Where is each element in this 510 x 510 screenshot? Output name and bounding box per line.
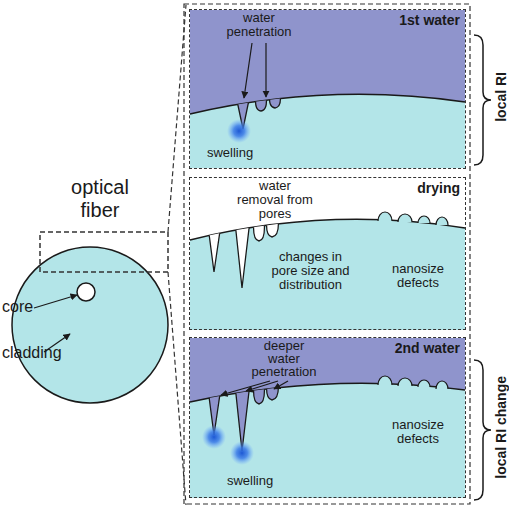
art-shape	[208, 224, 221, 272]
callout-text: water penetration	[218, 11, 300, 39]
art-shape	[168, 272, 186, 505]
art-shape	[418, 380, 430, 387]
panel-box: 1st water water penetration swelling	[189, 9, 466, 169]
fiber-cross-section	[12, 5, 186, 505]
art-shape	[190, 383, 465, 498]
callout-text: water removal from pores	[235, 179, 315, 221]
art-shape	[265, 43, 266, 97]
art-shape	[190, 178, 465, 330]
panel-second-water-art	[190, 338, 465, 498]
fiber-title: optical fiber	[55, 176, 145, 222]
panel-box: drying water removal from pores changes in…	[189, 177, 466, 330]
side-label: local RI	[493, 72, 509, 122]
art-shape	[436, 381, 448, 389]
art-shape	[190, 219, 465, 330]
callout-text: swelling	[215, 474, 285, 488]
art-shape	[40, 232, 168, 272]
art-shape	[254, 219, 265, 241]
art-shape	[398, 378, 412, 386]
art-shape	[227, 119, 251, 143]
art-shape	[190, 94, 465, 114]
art-shape	[221, 381, 270, 395]
art-shape	[246, 381, 278, 391]
zoom-frame	[184, 4, 470, 504]
panel-box: 2nd water deeper water penetration swellin…	[189, 337, 466, 498]
brace	[474, 35, 491, 165]
art-shape	[235, 220, 250, 288]
panel-heading: 2nd water	[380, 341, 460, 355]
art-shape	[12, 247, 168, 403]
art-shape	[190, 94, 465, 168]
art-shape	[235, 383, 250, 451]
part-name: core	[2, 298, 33, 316]
art-shape	[34, 295, 77, 308]
panel-heading: drying	[390, 181, 460, 195]
art-shape	[208, 217, 278, 288]
art-shape	[190, 10, 465, 168]
callout-text: changes in pore size and distribution	[268, 250, 353, 292]
art-shape	[378, 376, 392, 385]
art-shape	[190, 338, 465, 498]
side-label: local RI change	[493, 376, 509, 479]
art-shape	[270, 93, 281, 108]
art-shape	[77, 283, 95, 301]
art-shape	[244, 43, 252, 98]
brace	[474, 360, 491, 500]
art-shape	[418, 216, 430, 223]
callout-text: nanosize defects	[382, 418, 454, 446]
art-shape	[230, 441, 254, 465]
art-shape	[398, 214, 412, 222]
art-shape	[256, 95, 267, 111]
panel-first-water-art	[190, 10, 465, 168]
art-shape	[378, 212, 392, 221]
panel-heading: 1st water	[380, 13, 460, 27]
callout-text: swelling	[195, 146, 265, 160]
art-shape	[436, 217, 448, 225]
art-shape	[168, 5, 186, 232]
panel-drying-art	[190, 178, 465, 330]
art-shape	[202, 425, 226, 449]
art-shape	[274, 381, 288, 389]
callout-text: nanosize defects	[382, 262, 454, 290]
callout-text: deeper water penetration	[248, 339, 320, 378]
part-name: cladding	[2, 344, 62, 362]
